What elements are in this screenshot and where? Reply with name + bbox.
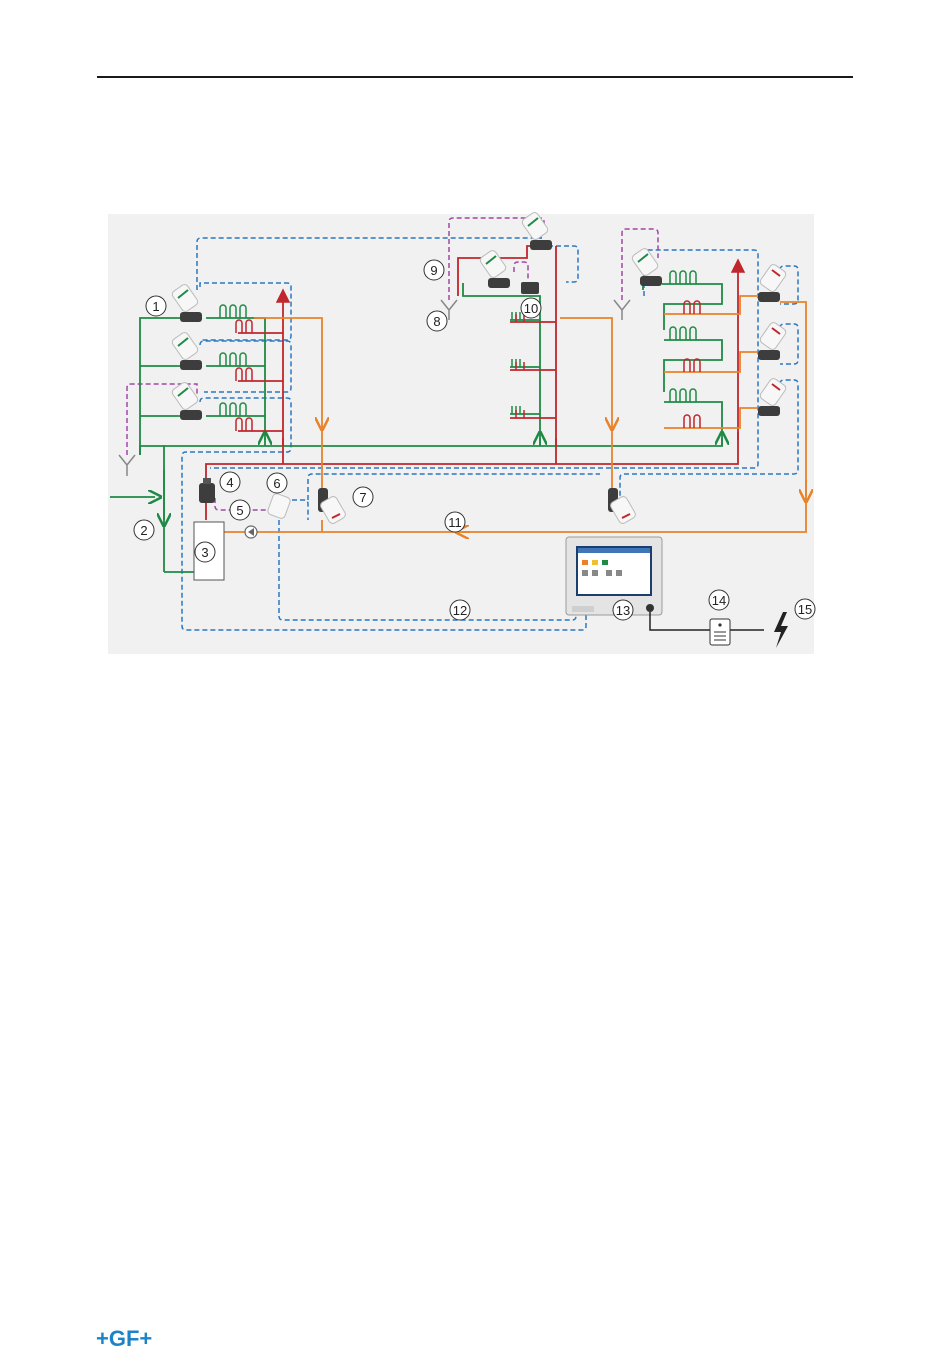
- callout-10: 10: [521, 298, 541, 318]
- sensor-box-icon: [521, 282, 539, 294]
- gf-logo: +GF+: [96, 1326, 152, 1352]
- motorized-valve-icon: [758, 377, 787, 416]
- callout-7: 7: [353, 487, 373, 507]
- motorized-valve-icon: [631, 247, 662, 286]
- callout-12-label: 12: [453, 603, 467, 618]
- motorized-valve-icon: [758, 263, 787, 302]
- callout-1-label: 1: [152, 299, 159, 314]
- callout-8: 8: [427, 311, 447, 331]
- motorized-valve-icon: [318, 488, 347, 525]
- motorized-valve-icon: [171, 381, 202, 420]
- callout-13: 13: [613, 600, 633, 620]
- circulation-pump-icon: [245, 526, 257, 538]
- motorized-valve-icon: [758, 321, 787, 360]
- callout-10-label: 10: [524, 301, 538, 316]
- motorized-valve-icon: [608, 488, 637, 525]
- touch-panel-controller-icon: [566, 537, 662, 615]
- callout-8-label: 8: [433, 314, 440, 329]
- motorized-valve-icon: [479, 249, 510, 288]
- callout-6-label: 6: [273, 476, 280, 491]
- callout-5-label: 5: [236, 503, 243, 518]
- drain-funnel-icon: [119, 455, 135, 476]
- callout-3-label: 3: [201, 545, 208, 560]
- callout-12: 12: [450, 600, 470, 620]
- temperature-sensor-icon: [267, 493, 291, 520]
- callout-13-label: 13: [616, 603, 630, 618]
- callout-15: 15: [795, 599, 815, 619]
- callout-2-label: 2: [140, 523, 147, 538]
- motorized-valve-icon: [521, 211, 552, 250]
- callout-9-label: 9: [430, 263, 437, 278]
- callout-11-label: 11: [448, 515, 462, 530]
- callout-14-label: 14: [712, 593, 726, 608]
- callout-5: 5: [230, 500, 250, 520]
- callout-11: 11: [445, 512, 465, 532]
- callout-2: 2: [134, 520, 154, 540]
- callout-3: 3: [195, 542, 215, 562]
- callout-6: 6: [267, 473, 287, 493]
- callout-4: 4: [220, 472, 240, 492]
- callout-4-label: 4: [226, 475, 233, 490]
- callout-14: 14: [709, 590, 729, 610]
- drain-funnel-icon: [614, 300, 630, 320]
- power-supply-icon: [710, 619, 730, 645]
- callout-9: 9: [424, 260, 444, 280]
- lightning-bolt-icon: [774, 612, 788, 648]
- callout-7-label: 7: [359, 490, 366, 505]
- fixture-outlets: [220, 271, 700, 431]
- mixing-valve-icon: [199, 478, 215, 503]
- callout-1: 1: [146, 296, 166, 316]
- motorized-valve-icon: [171, 331, 202, 370]
- callout-15-label: 15: [798, 602, 812, 617]
